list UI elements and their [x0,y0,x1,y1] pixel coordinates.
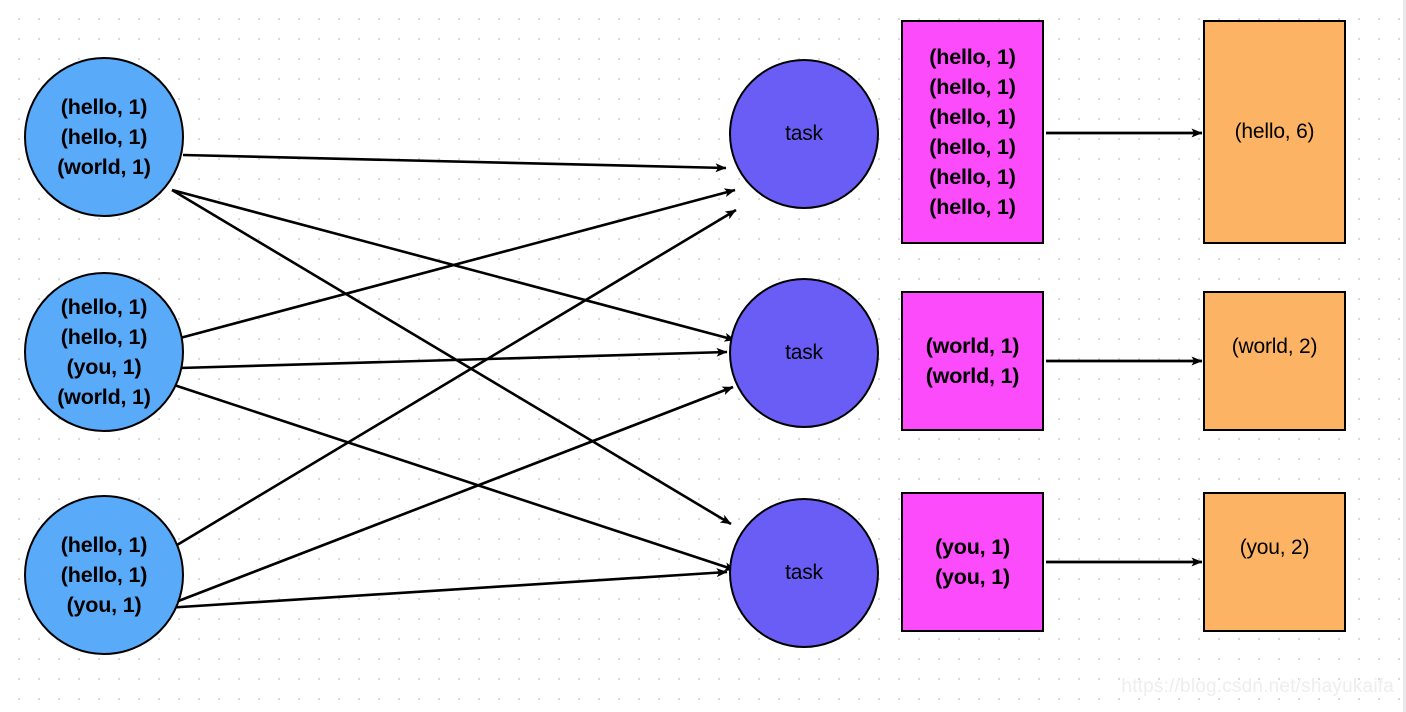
edge-source3-task3 [164,568,728,610]
shuffle-box-2[interactable]: (world, 1) (world, 1) [901,291,1044,431]
source-node-2-line-0: (hello, 1) [60,295,148,319]
watermark: https://blog.csdn.net/shayukaifa [1121,676,1394,697]
source-node-1[interactable]: (hello, 1) (hello, 1) (world, 1) [24,57,184,217]
shuffle-box-1-line-3: (hello, 1) [929,135,1016,159]
source-node-3-line-2: (you, 1) [66,593,142,617]
task-node-1[interactable]: task [729,59,879,209]
edge-source2-task3 [167,381,736,572]
edge-source1-task1 [182,153,727,173]
result-box-2[interactable]: (world, 2) [1203,291,1346,431]
edge-source3-task2 [167,385,734,607]
shuffle-box-3[interactable]: (you, 1) (you, 1) [901,492,1044,632]
edges-source-to-task [164,153,737,610]
task-node-1-label: task [785,122,823,145]
edges-shuffle-to-result [1046,128,1203,567]
result-box-3-label: (you, 2) [1239,536,1310,559]
source-node-1-line-1: (hello, 1) [60,125,148,149]
shuffle-box-1-line-4: (hello, 1) [929,165,1016,189]
shuffle-box-2-line-0: (world, 1) [925,334,1020,358]
result-box-1[interactable]: (hello, 6) [1203,20,1346,244]
edge-source1-task2 [171,188,736,342]
shuffle-box-1[interactable]: (hello, 1) (hello, 1) (hello, 1) (hello,… [901,20,1044,244]
task-node-2-label: task [785,341,823,364]
task-node-3-label: task [785,561,823,584]
shuffle-box-1-line-5: (hello, 1) [929,195,1016,219]
source-node-2[interactable]: (hello, 1) (hello, 1) (you, 1) (world, 1… [24,272,184,432]
shuffle-box-3-line-1: (you, 1) [935,565,1010,589]
result-box-3[interactable]: (you, 2) [1203,492,1346,632]
shuffle-box-1-line-2: (hello, 1) [929,105,1016,129]
edge-source2-task1 [179,188,736,340]
edge-source2-task2 [179,347,728,370]
task-node-2[interactable]: task [729,278,879,428]
source-node-2-line-1: (hello, 1) [60,325,148,349]
source-node-1-line-0: (hello, 1) [60,95,148,119]
edge-source1-task3 [171,188,732,526]
shuffle-box-2-line-1: (world, 1) [925,364,1020,388]
source-node-1-line-2: (world, 1) [57,155,151,179]
result-box-2-label: (world, 2) [1231,335,1318,358]
right-edge-strip [1403,0,1406,712]
shuffle-box-1-line-0: (hello, 1) [929,45,1016,69]
task-node-3[interactable]: task [729,498,879,648]
shuffle-box-3-line-0: (you, 1) [935,535,1010,559]
source-node-3-line-0: (hello, 1) [60,533,148,557]
source-node-2-line-3: (world, 1) [57,385,151,409]
source-node-2-line-2: (you, 1) [66,355,142,379]
source-node-3-line-1: (hello, 1) [60,563,148,587]
shuffle-box-1-line-1: (hello, 1) [929,75,1016,99]
edge-source3-task1 [171,208,737,550]
result-box-1-label: (hello, 6) [1234,120,1315,143]
source-node-3[interactable]: (hello, 1) (hello, 1) (you, 1) [24,495,184,655]
